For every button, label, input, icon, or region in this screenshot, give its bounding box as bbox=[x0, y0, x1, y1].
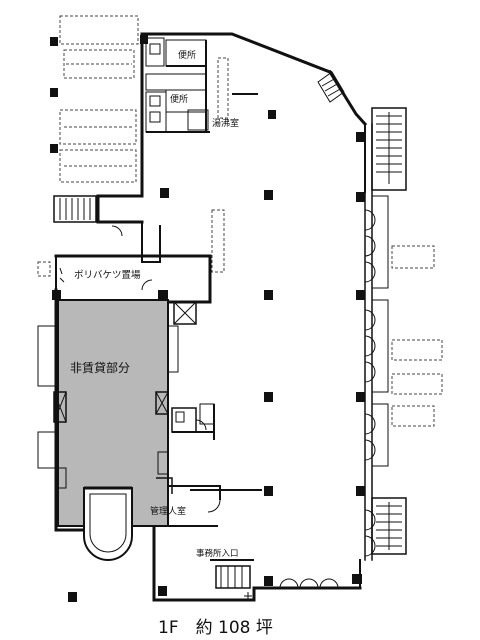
stair-left bbox=[53, 195, 97, 223]
restroom-block bbox=[145, 37, 258, 133]
manager-room bbox=[156, 477, 262, 527]
non-rental-details bbox=[37, 325, 179, 489]
label-bucket-area: ポリバケツ置場 bbox=[74, 269, 141, 281]
floor-caption: 1F 約 108 坪 bbox=[158, 618, 273, 638]
label-manager-room: 管理人室 bbox=[150, 505, 186, 517]
parking-spaces bbox=[59, 15, 139, 183]
office-entrance bbox=[210, 559, 254, 600]
label-office-entrance: 事務所入口 bbox=[196, 548, 239, 559]
right-stair bbox=[371, 107, 407, 191]
label-restroom-1: 便所 bbox=[178, 49, 196, 61]
entrance-bay bbox=[83, 486, 133, 561]
bucket-area bbox=[37, 261, 197, 325]
bottom-door-swings bbox=[279, 578, 339, 589]
stair-bottom-right bbox=[371, 497, 407, 555]
stair-top-right bbox=[317, 71, 345, 103]
dashed-fixture bbox=[211, 209, 225, 273]
window-bays bbox=[371, 195, 443, 467]
columns bbox=[50, 35, 365, 602]
door-swing bbox=[111, 225, 123, 237]
right-door-swings bbox=[364, 209, 376, 557]
small-restroom bbox=[171, 403, 215, 440]
label-restroom-2: 便所 bbox=[170, 93, 188, 105]
label-non-rental: 非賃貸部分 bbox=[70, 360, 130, 375]
label-kitchenette: 湯沸室 bbox=[212, 117, 239, 129]
